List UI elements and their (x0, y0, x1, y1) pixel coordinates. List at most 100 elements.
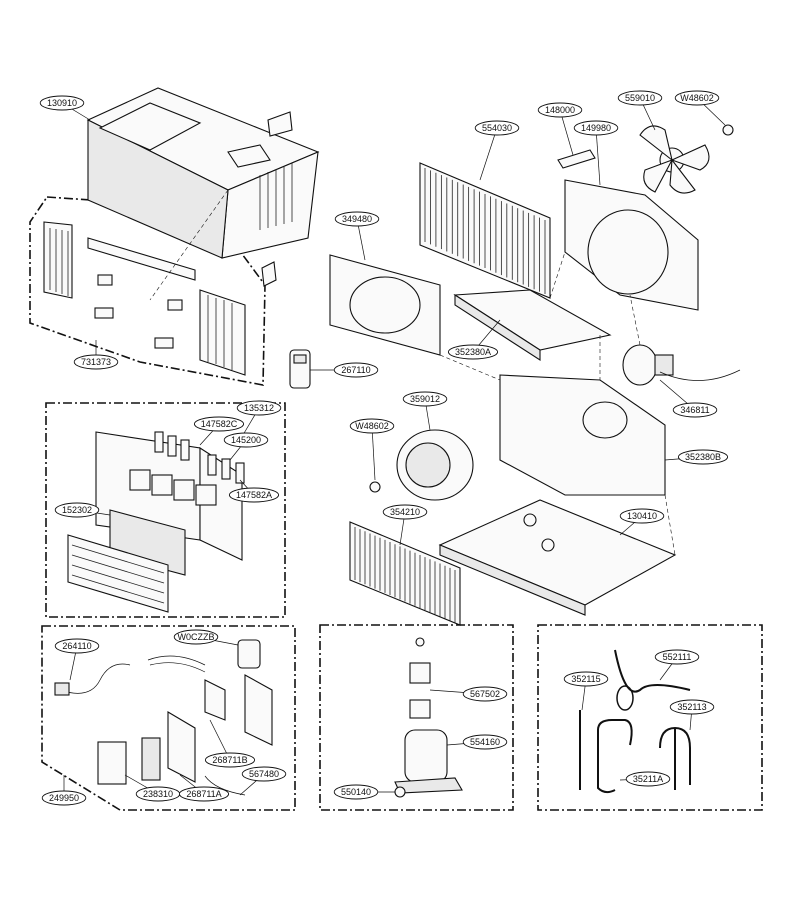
callout-text: 352115 (571, 674, 600, 684)
callout-oval (241, 766, 287, 782)
axial-fan (639, 125, 710, 194)
callout-text: 145200 (231, 435, 261, 445)
callout-text: 249950 (49, 793, 79, 803)
callout-oval (54, 502, 100, 518)
box-front-panel (45, 402, 286, 618)
remote-control (289, 349, 311, 389)
fan-motor (622, 344, 741, 386)
callout-oval (677, 449, 729, 465)
callout-text: 135312 (244, 403, 274, 413)
callout-352380a: 352380A (447, 344, 499, 360)
callout-text: 130910 (47, 98, 77, 108)
callout-359012: 359012 (402, 391, 448, 407)
callout-oval (204, 752, 256, 768)
callout-349480: 349480 (334, 211, 380, 227)
callout-152302: 152302 (54, 502, 100, 518)
callout-35211a: 35211A (625, 771, 671, 787)
control-box (167, 674, 273, 783)
callout-text: 352380B (685, 452, 721, 462)
callout-text: 147582A (236, 490, 272, 500)
callout-130910: 130910 (39, 95, 85, 111)
callout-268711b: 268711B (204, 752, 256, 768)
callout-text: 130410 (627, 511, 657, 521)
callout-552111: 552111 (654, 649, 700, 665)
callout-text: W0CZZB (178, 632, 215, 642)
callout-267110: 267110 (333, 362, 379, 378)
front-grille (67, 534, 169, 613)
leader-148000 (559, 109, 574, 156)
callout-text: 268711A (186, 789, 221, 799)
callout-oval (617, 90, 663, 106)
callout-oval (402, 391, 448, 407)
callout-147582c: 147582C (193, 416, 245, 432)
callout-text: 359012 (410, 394, 440, 404)
callout-text: W48602 (680, 93, 714, 103)
callout-text: 352113 (677, 702, 706, 712)
callout-559010: 559010 (617, 90, 663, 106)
wire-harness (147, 655, 206, 673)
orifice-panel (329, 254, 441, 356)
grille-kit-parts (43, 221, 246, 376)
callout-352115: 352115 (563, 671, 609, 687)
callout-text: 554160 (470, 737, 500, 747)
display-pcb (97, 737, 161, 785)
callout-oval (674, 90, 720, 106)
callout-oval (474, 120, 520, 136)
callout-text: 349480 (342, 214, 372, 224)
callout-text: 552111 (663, 652, 692, 662)
callout-text: 731373 (81, 357, 111, 367)
compressor (394, 637, 463, 794)
callout-oval (669, 699, 715, 715)
fan-nut-upper (722, 124, 734, 136)
callout-oval (462, 686, 508, 702)
callout-text: 152302 (62, 505, 92, 515)
callout-text: 268711B (212, 755, 247, 765)
callout-w48602a: W48602 (674, 90, 720, 106)
callout-text: 148000 (545, 105, 575, 115)
callout-346811: 346811 (672, 402, 718, 418)
power-cord (54, 663, 131, 696)
callout-264110: 264110 (54, 638, 100, 654)
callout-oval (349, 418, 395, 434)
callout-oval (654, 649, 700, 665)
callout-149980: 149980 (573, 120, 619, 136)
callout-text: W48602 (355, 421, 389, 431)
evaporator-coil (349, 521, 461, 626)
callout-oval (54, 638, 100, 654)
callout-567480: 567480 (241, 766, 287, 782)
box-tubing (537, 624, 763, 811)
callout-147582a: 147582A (228, 487, 280, 503)
callout-249950: 249950 (41, 790, 87, 806)
callout-550140: 550140 (333, 784, 379, 800)
callout-oval (223, 432, 269, 448)
refrigerant-tubing (579, 649, 691, 794)
callout-oval (333, 784, 379, 800)
callout-oval (193, 416, 245, 432)
callout-text: 346811 (680, 405, 709, 415)
box-compressor (319, 624, 514, 811)
callout-oval (625, 771, 671, 787)
front-panel (95, 431, 243, 561)
drain-pan (453, 289, 612, 362)
callout-oval (563, 671, 609, 687)
callout-oval (462, 734, 508, 750)
callout-oval (73, 354, 119, 370)
callout-text: 264110 (62, 641, 91, 651)
callout-text: 567502 (470, 689, 500, 699)
blower-housing (499, 374, 666, 496)
callout-text: 149980 (581, 123, 611, 133)
callout-text: 267110 (341, 365, 370, 375)
callout-text: 238310 (143, 789, 173, 799)
leader-w48602b (371, 425, 376, 481)
callout-145200: 145200 (223, 432, 269, 448)
callout-oval (173, 629, 219, 645)
callout-268711a: 268711A (178, 786, 230, 802)
shroud-bracket (557, 149, 596, 169)
callout-352113: 352113 (669, 699, 715, 715)
callout-text: 559010 (625, 93, 655, 103)
callout-w48602b: W48602 (349, 418, 395, 434)
condenser-coil (419, 162, 551, 299)
callout-text: 354210 (390, 507, 420, 517)
box-controls (41, 625, 296, 811)
